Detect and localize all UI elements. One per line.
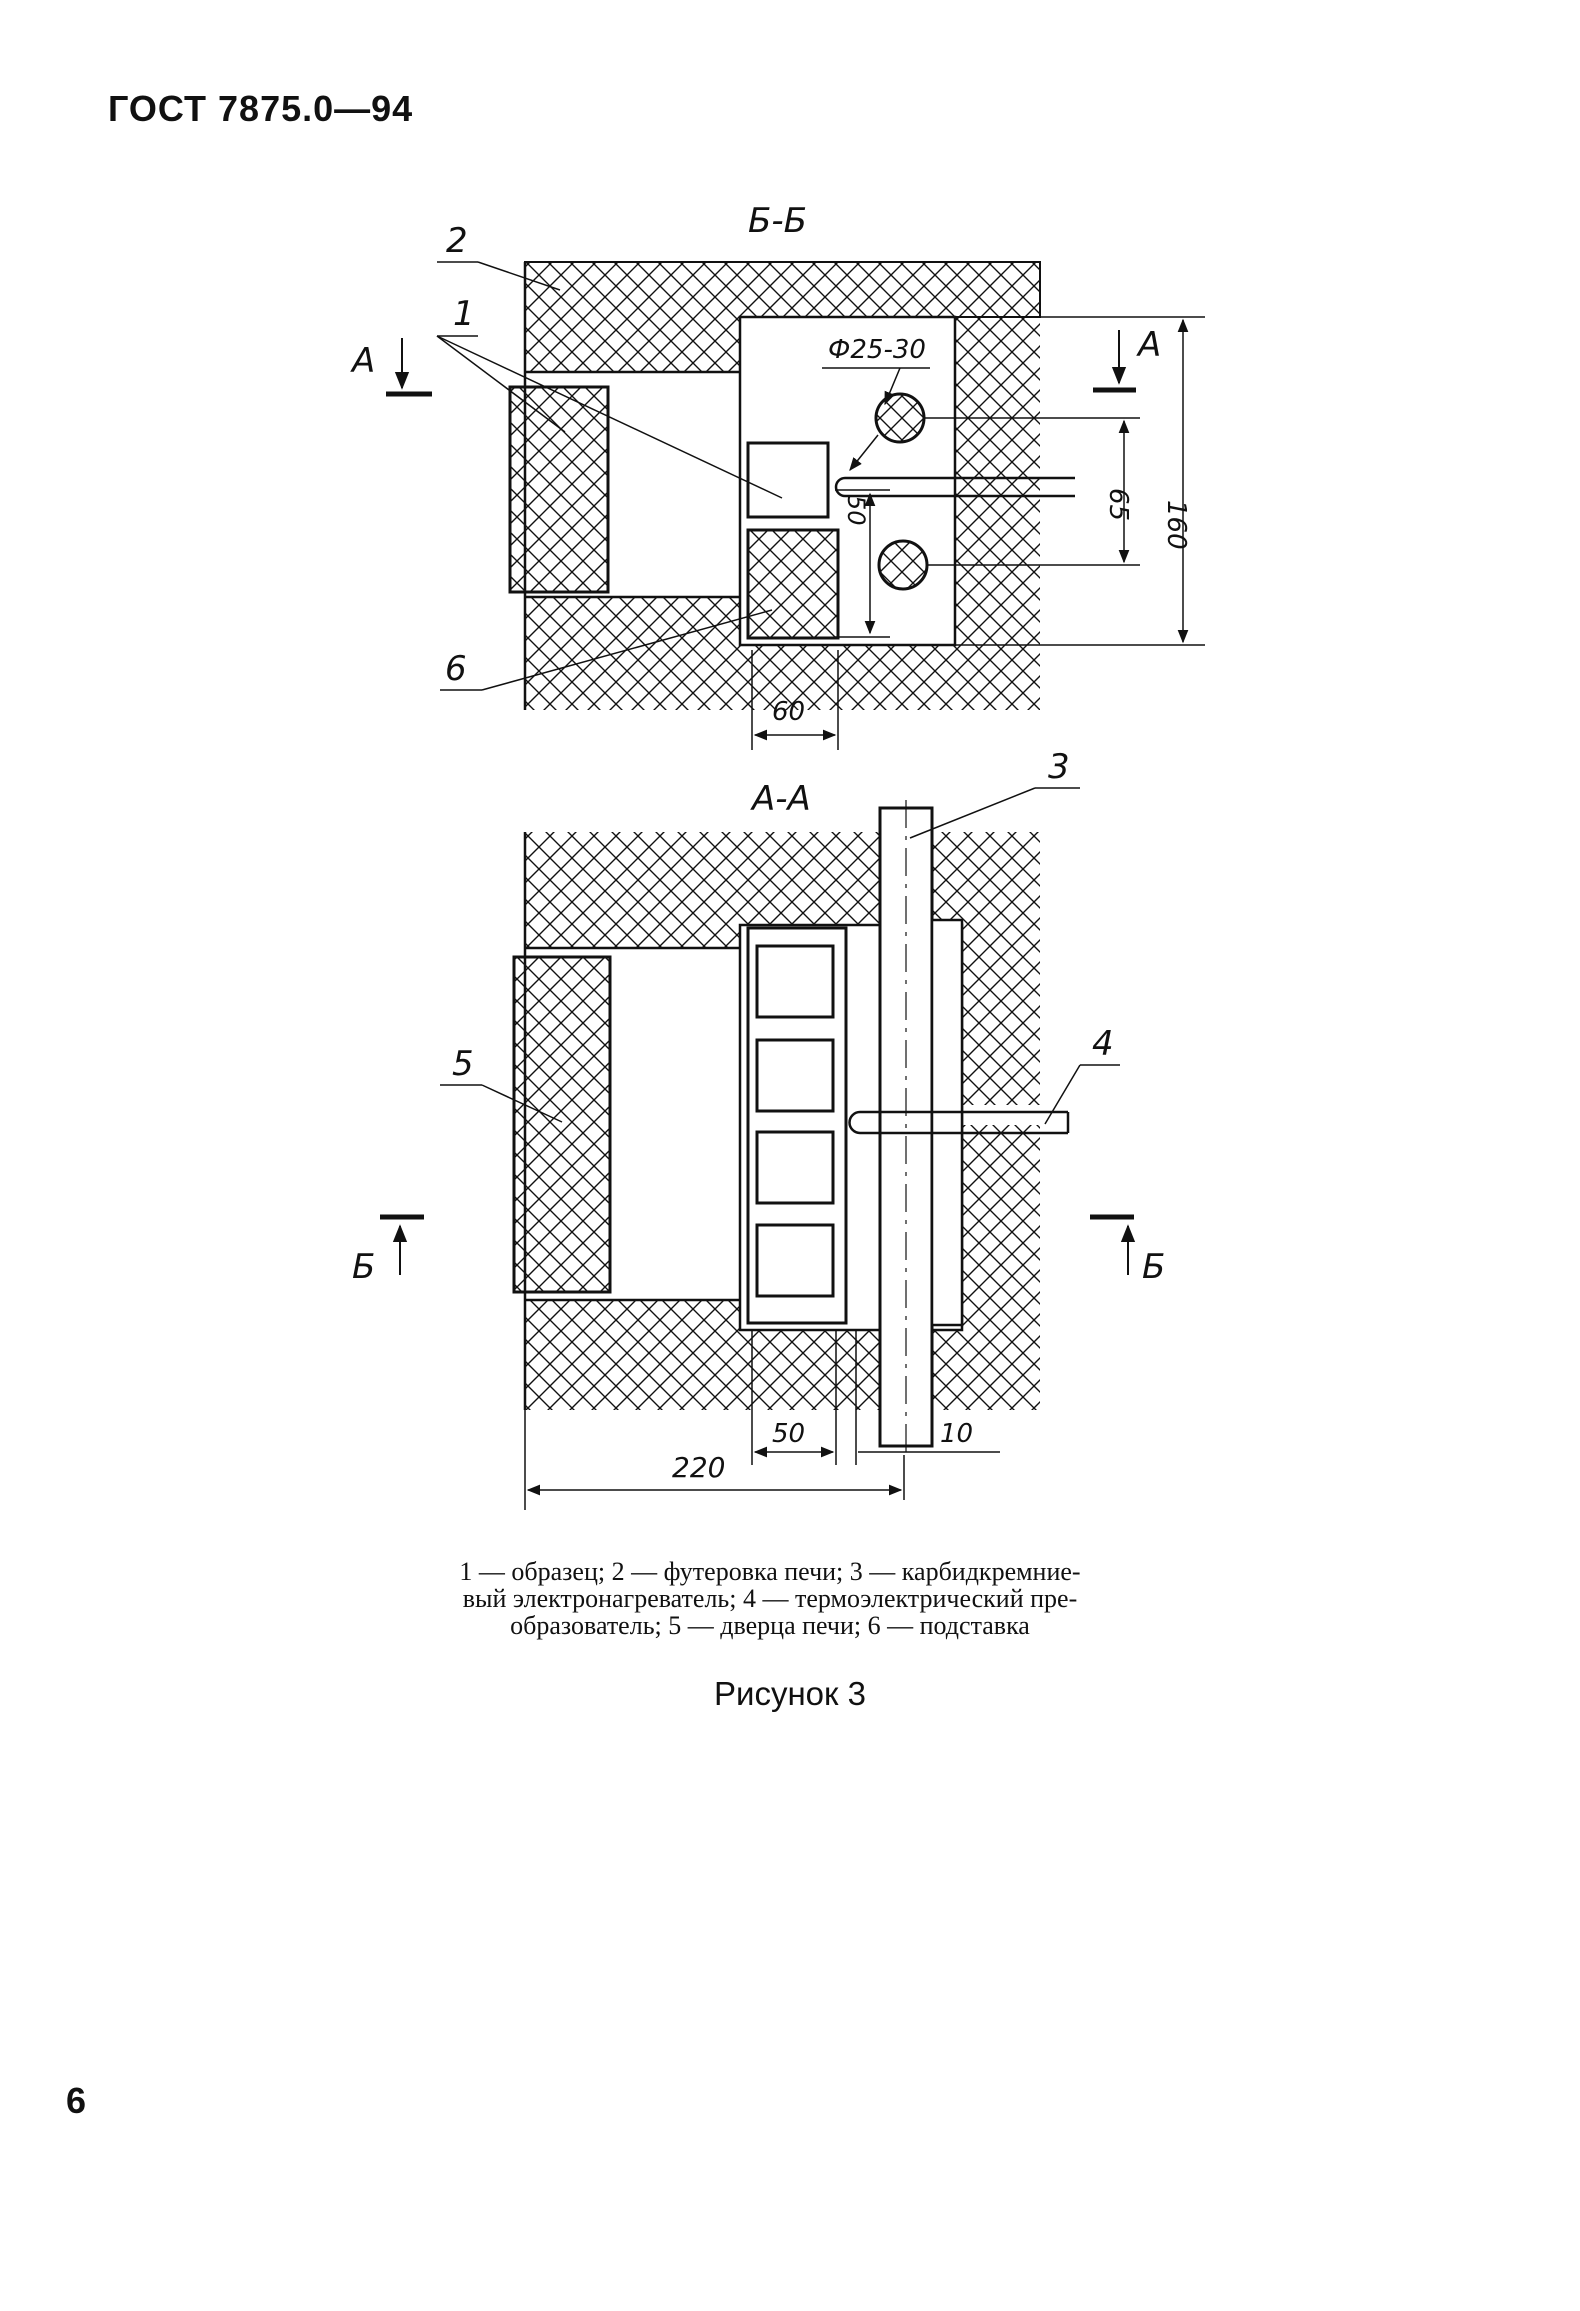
- svg-text:А: А: [350, 341, 375, 381]
- dim-60: 60: [772, 697, 805, 727]
- lining-aa-top-right: [932, 832, 1040, 1105]
- cut-marker-a-left: А: [350, 338, 432, 397]
- sample-bb: [746, 441, 830, 519]
- dim-50-bottom: 50: [772, 1419, 805, 1449]
- door-aa: [512, 955, 612, 1294]
- legend-line-1: 1 — образец; 2 — футеровка печи; 3 — кар…: [459, 1557, 1081, 1586]
- cut-marker-b-left: Б: [352, 1214, 424, 1287]
- cut-marker-a-right: А: [1093, 325, 1161, 393]
- heater-bb-upper: [874, 392, 926, 444]
- legend-line-3: образователь; 5 — дверца печи; 6 — подст…: [510, 1611, 1030, 1640]
- sample-aa-2: [755, 1038, 835, 1113]
- stand-bb: [746, 528, 840, 640]
- lining-aa-right-lower: [932, 1125, 1040, 1410]
- callout-1: 1: [453, 294, 475, 334]
- dim-50-vertical: 50: [842, 495, 870, 526]
- document-code-header: ГОСТ 7875.0—94: [108, 88, 414, 129]
- thermocouple-aa: [848, 1110, 1070, 1135]
- dim-diameter: Ф25-30: [828, 335, 926, 365]
- svg-text:А: А: [1136, 325, 1161, 365]
- door-bb: [508, 385, 610, 594]
- dim-220: 220: [672, 1451, 725, 1484]
- figure-title: Рисунок 3: [714, 1675, 866, 1712]
- sample-aa-3: [755, 1130, 835, 1205]
- section-bb-title: Б-Б: [748, 201, 807, 241]
- heater-bb-lower: [877, 539, 929, 591]
- page-number: 6: [66, 2080, 87, 2121]
- dim-160: 160: [1161, 500, 1191, 550]
- sample-rack-aa: [746, 926, 848, 1325]
- sample-aa-4: [755, 1223, 835, 1298]
- heater-side-block: [930, 918, 964, 1327]
- svg-text:Б: Б: [352, 1247, 375, 1287]
- dim-65: 65: [1103, 488, 1133, 521]
- callout-6: 6: [445, 649, 467, 689]
- callout-2: 2: [446, 221, 468, 261]
- callout-5: 5: [452, 1044, 474, 1084]
- lining-bb-right-wall: [955, 317, 1040, 645]
- section-aa-view: А-А: [352, 747, 1165, 1510]
- callout-3: 3: [1048, 747, 1070, 787]
- thermocouple-bb: [834, 476, 1075, 498]
- lining-aa-top: [525, 832, 880, 948]
- lining-aa-bottom: [525, 1300, 880, 1410]
- cut-marker-b-right: Б: [1090, 1214, 1165, 1287]
- svg-text:Б: Б: [1142, 1247, 1165, 1287]
- figure-legend: 1 — образец; 2 — футеровка печи; 3 — кар…: [330, 1558, 1210, 1639]
- section-aa-title: А-А: [750, 779, 811, 819]
- legend-line-2: вый электронагреватель; 4 — термоэлектри…: [462, 1584, 1078, 1613]
- section-bb-view: Б-Б 160 6: [350, 201, 1205, 750]
- callout-4: 4: [1092, 1024, 1114, 1064]
- dim-10: 10: [940, 1419, 973, 1449]
- sample-aa-1: [755, 944, 835, 1019]
- lining-bb-bottom: [525, 597, 1040, 710]
